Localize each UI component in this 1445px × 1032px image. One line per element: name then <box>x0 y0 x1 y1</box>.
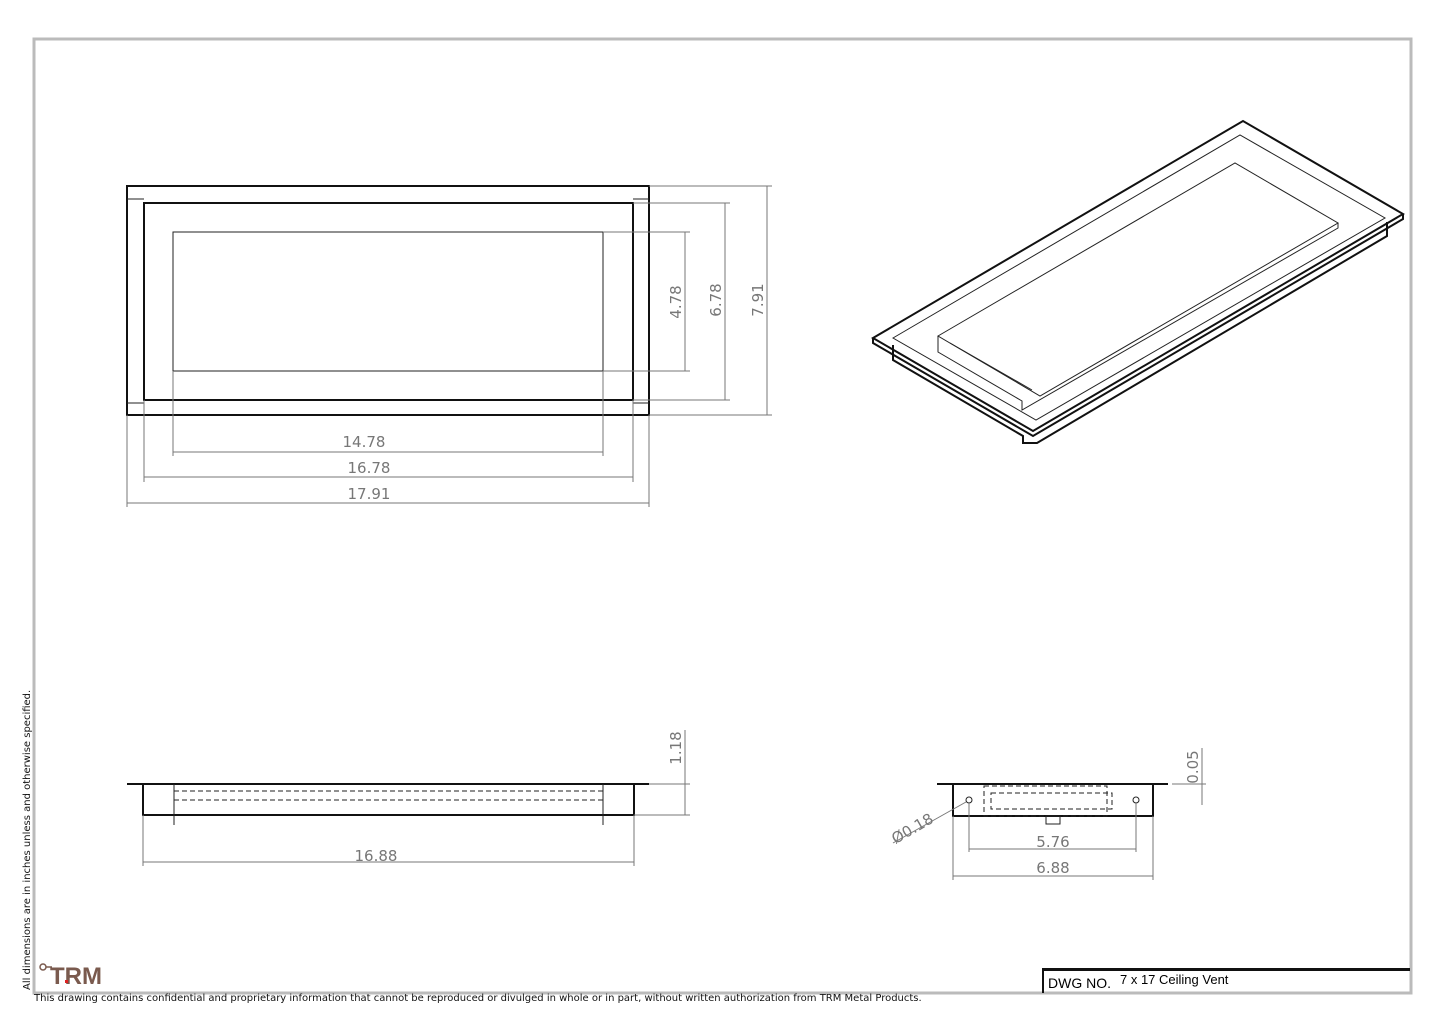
units-note: All dimensions are in inches unless and … <box>22 689 33 990</box>
top-view: 4.78 6.78 7.91 14.78 16.78 17.91 <box>126 185 772 507</box>
dwg-no-label: DWG NO. <box>1048 975 1111 991</box>
dim-width: 6.88 <box>1036 859 1069 877</box>
dim-hole-spacing: 5.76 <box>1036 833 1069 851</box>
trm-logo: TRM <box>38 960 128 990</box>
svg-text:TRM: TRM <box>50 963 102 990</box>
dim-flange-thickness: 0.05 <box>1184 750 1202 783</box>
confidentiality-footer: This drawing contains confidential and p… <box>34 993 922 1004</box>
dim-inner-height: 6.78 <box>707 283 725 316</box>
dim-opening-height: 4.78 <box>667 285 685 318</box>
front-view: 1.18 16.88 <box>127 730 690 866</box>
sheet-border <box>32 37 1413 995</box>
dim-height: 1.18 <box>667 731 685 764</box>
title-block: DWG NO. 7 x 17 Ceiling Vent <box>1042 968 1410 993</box>
dim-length: 16.88 <box>355 847 398 865</box>
dim-inner-width: 16.78 <box>348 459 391 477</box>
dim-hole-diameter: Ø0.18 <box>888 810 936 848</box>
side-view: Ø0.18 5.76 6.88 0.05 <box>888 748 1206 880</box>
dwg-no-value: 7 x 17 Ceiling Vent <box>1120 972 1229 987</box>
isometric-view <box>871 119 1405 444</box>
dim-opening-width: 14.78 <box>343 433 386 451</box>
dim-outer-width: 17.91 <box>348 485 391 503</box>
dim-outer-height: 7.91 <box>749 283 767 316</box>
